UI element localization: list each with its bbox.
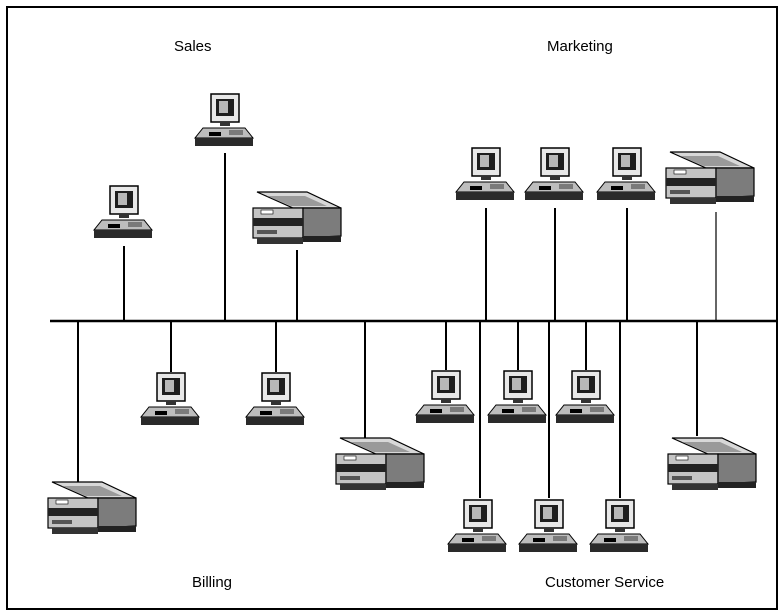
- laser-printer-icon: [335, 437, 425, 491]
- laser-printer-icon: [47, 481, 137, 535]
- desktop-computer-icon: [596, 147, 656, 201]
- label-customer-service: Customer Service: [545, 574, 665, 591]
- desktop-computer-icon: [555, 370, 615, 424]
- desktop-computer-icon: [487, 370, 547, 424]
- desktop-computer-icon: [194, 93, 254, 147]
- desktop-computer-icon: [589, 499, 649, 553]
- label-billing: Billing: [192, 574, 233, 591]
- laser-printer-icon: [252, 191, 342, 245]
- desktop-computer-icon: [518, 499, 578, 553]
- laser-printer-icon: [667, 437, 757, 491]
- desktop-computer-icon: [140, 372, 200, 426]
- desktop-computer-icon: [245, 372, 305, 426]
- label-sales: Sales: [174, 38, 212, 55]
- laser-printer-icon: [665, 151, 755, 205]
- desktop-computer-icon: [524, 147, 584, 201]
- drop-lines: [77, 153, 717, 498]
- label-marketing: Marketing: [547, 38, 613, 55]
- desktop-computer-icon: [447, 499, 507, 553]
- desktop-computer-icon: [415, 370, 475, 424]
- desktop-computer-icon: [93, 185, 153, 239]
- desktop-computer-icon: [455, 147, 515, 201]
